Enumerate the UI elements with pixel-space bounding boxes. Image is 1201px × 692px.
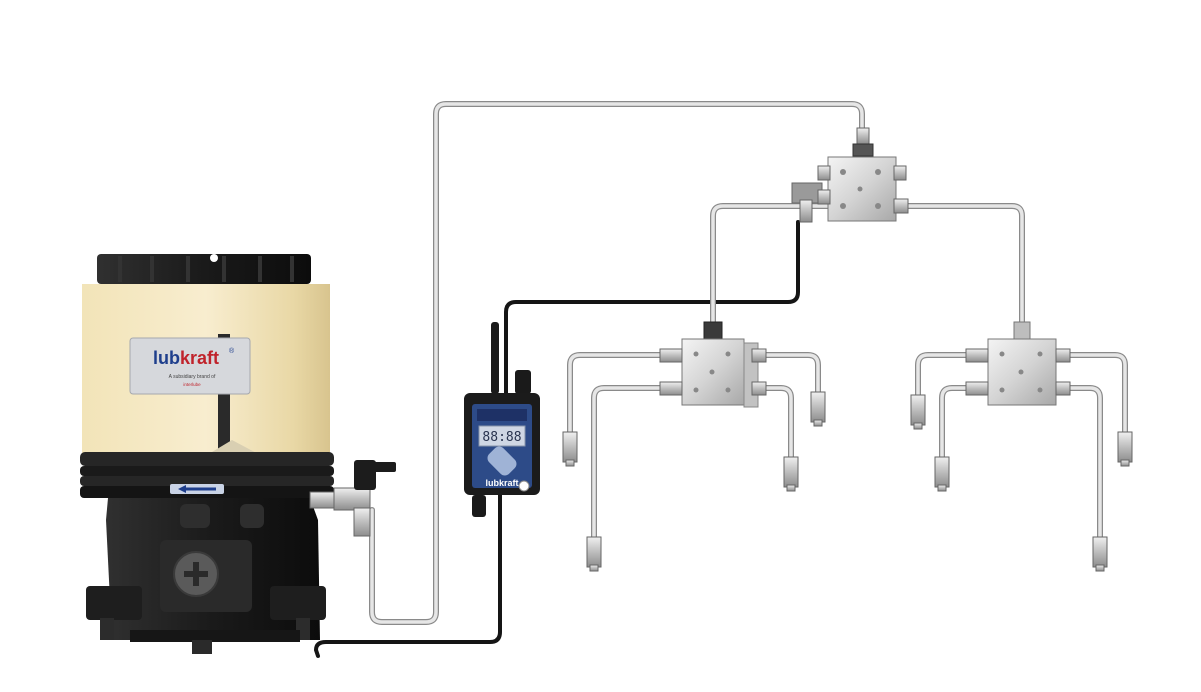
controller-cable-port xyxy=(518,480,530,492)
brand-name-lub: lub xyxy=(153,348,180,368)
plus-icon xyxy=(173,551,219,597)
brand-name-kraft: kraft xyxy=(180,348,219,368)
brand-subsidiary-line1: A subsidiary brand of xyxy=(169,374,216,380)
controller-unit: 88:88 lubkraft xyxy=(464,322,540,517)
controller-display: 88:88 xyxy=(482,430,521,445)
main-distributor xyxy=(791,127,909,223)
arrow-left-icon xyxy=(170,484,224,494)
right-distributor xyxy=(965,321,1071,406)
brand-subsidiary-line2: interlube xyxy=(183,382,201,387)
outlet-fittings xyxy=(562,391,1133,572)
supply-pipe xyxy=(369,101,865,625)
svg-text:lubkraft: lubkraft xyxy=(153,348,219,368)
controller-logo-kraft: kraft xyxy=(499,478,519,488)
left-distributor xyxy=(659,321,767,408)
brand-label: lubkraft ® A subsidiary brand of interlu… xyxy=(129,337,251,395)
controller-button-up[interactable] xyxy=(485,444,519,478)
pump: lubkraft ® A subsidiary brand of interlu… xyxy=(80,254,396,654)
distributor-pipes xyxy=(567,203,1128,543)
svg-text:lubkraft: lubkraft xyxy=(485,478,518,488)
sensor-cable xyxy=(313,220,800,658)
brand-registered: ® xyxy=(229,347,235,355)
controller-logo-lub: lub xyxy=(485,478,499,488)
